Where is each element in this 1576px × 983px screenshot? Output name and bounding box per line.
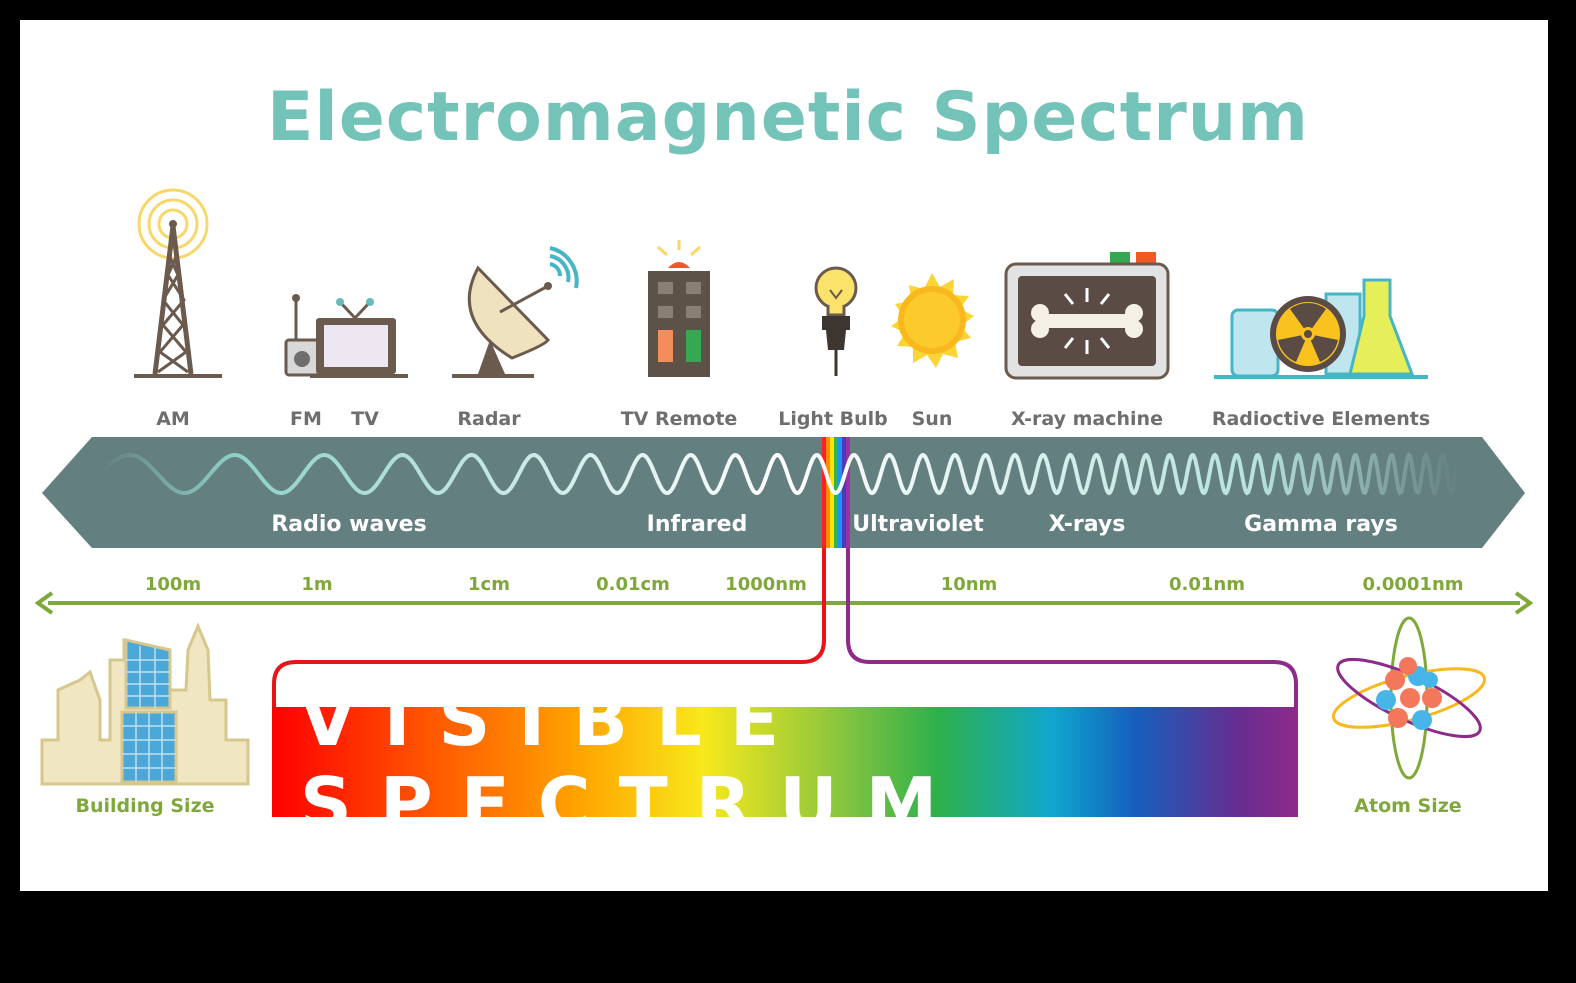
radio-tower-icon [134, 188, 222, 378]
wavelength-0-0001nm: 0.0001nm [1362, 574, 1464, 595]
red-connector [272, 548, 826, 708]
x-ray-machine-icon [1004, 252, 1170, 380]
band-gamma-rays: Gamma rays [1244, 512, 1398, 537]
building-size-label: Building Size [75, 795, 215, 817]
band-ultraviolet: Ultraviolet [852, 512, 984, 537]
label-tv: TV [351, 408, 379, 430]
wavelength-1m: 1m [301, 574, 333, 595]
satellite-dish-icon [452, 246, 579, 378]
building-icon [40, 622, 250, 786]
radioactive-flask-icon [1214, 278, 1428, 379]
diagram-title: Electromagnetic Spectrum [266, 78, 1310, 157]
label-radioactive-elements: Radioctive Elements [1211, 408, 1431, 430]
purple-connector [846, 548, 1298, 708]
sun-icon [891, 273, 974, 368]
remote-control-icon [648, 240, 710, 377]
label-am: AM [156, 408, 190, 430]
label-light-bulb: Light Bulb [778, 408, 888, 430]
band-x-rays: X-rays [1048, 512, 1126, 537]
wavelength-1cm: 1cm [468, 574, 510, 595]
television-icon [310, 298, 408, 378]
wave-line [98, 451, 1461, 496]
label-sun: Sun [911, 408, 953, 430]
wavelength-0-01cm: 0.01cm [596, 574, 670, 595]
band-radio-waves: Radio waves [271, 512, 427, 537]
label-radar: Radar [457, 408, 521, 430]
wavelength-0-01nm: 0.01nm [1169, 574, 1245, 595]
label-tv-remote: TV Remote [620, 408, 738, 430]
band-infrared: Infrared [646, 512, 748, 537]
scale-arrow [34, 591, 1534, 615]
light-bulb-icon [814, 266, 858, 376]
wavelength-10nm: 10nm [940, 574, 998, 595]
atom-size-label: Atom Size [1354, 795, 1462, 817]
visible-spectrum-bar: VISIBLE SPECTRUM [272, 678, 1298, 846]
label-fm: FM [290, 408, 322, 430]
wavelength-1000nm: 1000nm [725, 574, 807, 595]
atom-icon [1331, 616, 1487, 780]
wavelength-100m: 100m [144, 574, 202, 595]
label-x-ray-machine: X-ray machine [1011, 408, 1163, 430]
